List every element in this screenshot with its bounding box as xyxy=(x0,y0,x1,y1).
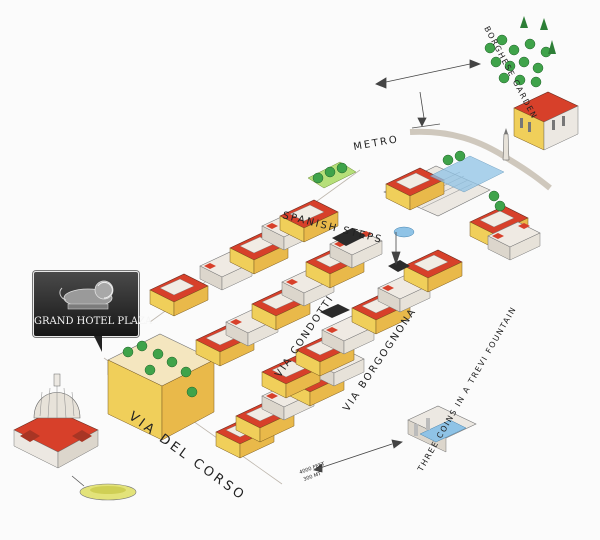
label-metro: METRO xyxy=(353,134,400,153)
label-trevi-fountain: THREE COINS IN A TREVI FOUNTAIN xyxy=(415,305,518,474)
trevi-fountain xyxy=(407,405,477,453)
fountain-dish xyxy=(71,475,137,501)
villa-borghese xyxy=(513,91,579,151)
hotel-marker[interactable]: GRAND HOTEL PLAZA xyxy=(33,271,153,352)
hotel-name: GRAND HOTEL PLAZA xyxy=(34,316,153,327)
spanish-steps-area xyxy=(383,150,541,261)
dark-roofs xyxy=(320,228,410,318)
dome-church xyxy=(13,373,99,469)
park-near-metro xyxy=(307,161,357,189)
obelisk xyxy=(502,128,510,161)
marker-pointer xyxy=(94,336,102,352)
borghese-garden-trees xyxy=(484,16,556,88)
fountain-pool xyxy=(393,226,415,238)
hotel-block xyxy=(107,333,215,441)
lion-logo-icon xyxy=(59,280,114,310)
direction-arrows xyxy=(313,59,482,473)
